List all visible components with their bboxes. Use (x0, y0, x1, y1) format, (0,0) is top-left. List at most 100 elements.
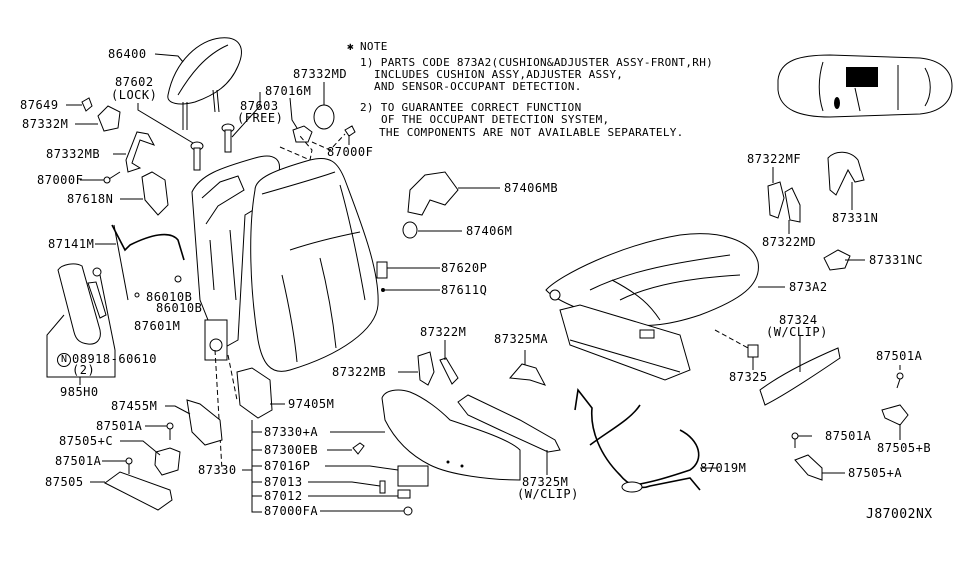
callout-87322MD[interactable]: 87322MD (762, 235, 817, 249)
callout-87000FA[interactable]: 87000FA (264, 504, 319, 518)
callout-87325MA[interactable]: 87325MA (494, 332, 549, 346)
callout-87602[interactable]: 87602 (115, 75, 154, 89)
side-shield-87330[interactable] (381, 389, 521, 481)
callout-87016M[interactable]: 87016M (265, 84, 312, 98)
callout-87618N[interactable]: 87618N (67, 192, 114, 206)
cover-87322MD (784, 187, 801, 223)
callout-87013[interactable]: 87013 (264, 475, 303, 489)
callout-87501A-3[interactable]: 87501A (876, 349, 923, 363)
leader-86400 (154, 53, 184, 63)
callout-87330A[interactable]: 87330+A (264, 425, 319, 439)
side-airbag-985H0[interactable] (57, 263, 116, 351)
callout-87325M[interactable]: 87325M (522, 475, 569, 489)
cover-87322MF (767, 181, 785, 219)
cable-87141M (111, 224, 185, 261)
seat-location-highlight (846, 67, 878, 87)
seat-back-cushion[interactable] (250, 157, 379, 372)
screw-87000F-top (344, 125, 356, 137)
callout-87331NC[interactable]: 87331NC (869, 253, 924, 267)
part-87322M (439, 357, 459, 385)
note-line-3: AND SENSOR-OCCUPANT DETECTION. (374, 80, 582, 93)
callout-87332MD[interactable]: 87332MD (293, 67, 348, 81)
figure-code: J87002NX (866, 507, 933, 522)
callout-86010B-b[interactable]: 86010B (156, 301, 203, 315)
bolt-87501A-3[interactable] (896, 372, 904, 389)
screw-87000FA (403, 506, 413, 516)
note-line-5: OF THE OCCUPANT DETECTION SYSTEM, (381, 113, 610, 126)
callout-87505[interactable]: 87505 (45, 475, 84, 489)
seat-cushion-adjuster-873A2[interactable] (545, 233, 759, 381)
callout-87505C[interactable]: 87505+C (59, 434, 114, 448)
callout-87324[interactable]: 87324 (779, 313, 818, 327)
callout-87603[interactable]: 87603 (240, 99, 279, 113)
cover-87331NC (823, 249, 851, 271)
knob-87012 (397, 489, 411, 499)
callout-87325[interactable]: 87325 (729, 370, 768, 384)
callout-08918-60610[interactable]: 08918-60610 (72, 352, 157, 366)
headrest-guide-free[interactable] (221, 123, 235, 153)
leader-87602 (137, 103, 194, 144)
leader-87603 (231, 92, 261, 138)
note-line-2: INCLUDES CUSHION ASSY,ADJUSTER ASSY, (374, 68, 624, 81)
callout-87012[interactable]: 87012 (264, 489, 303, 503)
callout-87000F-left[interactable]: 87000F (37, 173, 84, 187)
callout-87505A[interactable]: 87505+A (848, 466, 903, 480)
part-87016M (292, 125, 313, 143)
cover-87331N (827, 151, 865, 196)
headrest-guide-lock[interactable] (190, 141, 204, 171)
callout-87406MB[interactable]: 87406MB (504, 181, 559, 195)
note-line-1: 1) PARTS CODE 873A2(CUSHION&ADJUSTER ASS… (360, 56, 714, 69)
bolt-87501A-4[interactable] (791, 432, 799, 448)
bracket-97405M (236, 367, 273, 419)
callout-87300EB[interactable]: 87300EB (264, 443, 319, 457)
callout-87331N[interactable]: 87331N (832, 211, 879, 225)
callout-87603-note: (FREE) (237, 111, 284, 125)
callout-87332MB[interactable]: 87332MB (46, 147, 101, 161)
connector-87325 (747, 344, 759, 358)
callout-87332M[interactable]: 87332M (22, 117, 69, 131)
part-87406M (402, 221, 418, 239)
callout-87019M[interactable]: 87019M (700, 461, 747, 475)
label-87620P-part (376, 261, 388, 279)
callout-87141M[interactable]: 87141M (48, 237, 95, 251)
callout-87501A-1[interactable]: 87501A (96, 419, 143, 433)
callout-87649[interactable]: 87649 (20, 98, 59, 112)
part-87332M (97, 105, 121, 132)
callout-87322MF[interactable]: 87322MF (747, 152, 802, 166)
callout-985H0[interactable]: 985H0 (60, 385, 99, 399)
callout-87322M[interactable]: 87322M (420, 325, 467, 339)
callout-87611Q[interactable]: 87611Q (441, 283, 488, 297)
bolt-87501A-1[interactable] (166, 422, 174, 440)
switch-87016P (397, 465, 429, 487)
callout-97405M[interactable]: 97405M (288, 397, 335, 411)
callout-87505B[interactable]: 87505+B (877, 441, 932, 455)
vehicle-top-view (777, 54, 953, 118)
headrest-86400[interactable] (167, 37, 242, 130)
note-marker: ✱ (347, 40, 354, 53)
callout-87455M[interactable]: 87455M (111, 399, 158, 413)
callout-873A2[interactable]: 873A2 (789, 280, 828, 294)
callout-87602-note: (LOCK) (111, 88, 158, 102)
callout-87330[interactable]: 87330 (198, 463, 237, 477)
callout-87322MB[interactable]: 87322MB (332, 365, 387, 379)
screw-87000F (103, 176, 111, 184)
callout-87016P[interactable]: 87016P (264, 459, 311, 473)
bolt-87501A-2[interactable] (125, 457, 133, 474)
callout-87000F-top[interactable]: 87000F (327, 145, 374, 159)
callout-08918-circle: N (57, 353, 71, 367)
part-87300EB (352, 442, 365, 455)
note-header: NOTE (360, 40, 388, 53)
callout-87501A-4[interactable]: 87501A (825, 429, 872, 443)
callout-87501A-2[interactable]: 87501A (55, 454, 102, 468)
bracket-87455M (186, 399, 223, 446)
callout-87620P[interactable]: 87620P (441, 261, 488, 275)
trim-87325M (457, 394, 561, 453)
part-87649 (81, 97, 93, 112)
callout-87406M[interactable]: 87406M (466, 224, 513, 238)
callout-87601M[interactable]: 87601M (134, 319, 181, 333)
callout-86400[interactable]: 86400 (108, 47, 147, 61)
note-line-6: THE COMPONENTS ARE NOT AVAILABLE SEPARAT… (379, 126, 684, 139)
callout-86010B-a[interactable]: 86010B (146, 290, 193, 304)
